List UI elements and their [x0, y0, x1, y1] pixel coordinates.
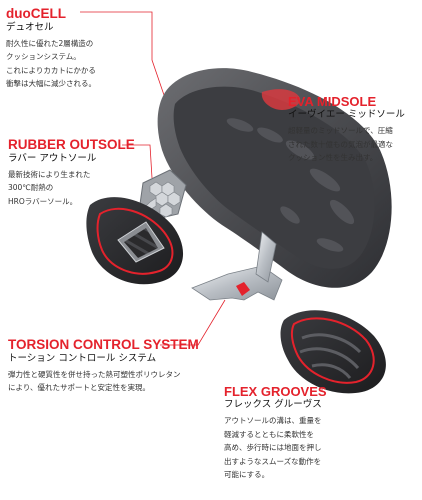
eva-midsole-part — [157, 68, 392, 288]
torsion-control-part — [191, 231, 283, 301]
torsion-control-title: TORSION CONTROL SYSTEM — [8, 337, 199, 352]
eva-midsole-title: EVA MIDSOLE — [288, 94, 377, 109]
eva-midsole-callout: EVA MIDSOLE イーヴイエー ミッドソール 超軽量のミッドソールで、圧縮… — [288, 95, 405, 165]
flex-desc-line: 軽減するとともに柔軟性を — [224, 429, 314, 439]
eva-desc-line: 超軽量のミッドソールで、圧縮 — [288, 126, 393, 136]
duocell-subtitle: デュオセル — [6, 21, 54, 33]
rubber-outsole-description: 最新技術により生まれた 300℃耐熱の HROラバーソール。 — [8, 168, 135, 209]
torsion-control-callout: TORSION CONTROL SYSTEM トーション コントロール システム… — [8, 338, 199, 395]
rubber-outsole-subtitle: ラバー アウトソール — [8, 152, 97, 164]
torsion-desc-line: 弾力性と硬質性を併せ持った熱可塑性ポリウレタン — [8, 369, 181, 379]
rubber-desc-line: HROラバーソール。 — [8, 196, 78, 206]
flex-grooves-part — [280, 310, 386, 394]
flex-grooves-description: アウトソールの溝は、重量を 軽減するとともに柔軟性を 高め、歩行時には地面を押し… — [224, 414, 327, 482]
flex-grooves-subtitle: フレックス グルーヴス — [224, 399, 322, 410]
eva-desc-line: された数十億もの気泡が最適な — [288, 139, 393, 149]
flex-grooves-title: FLEX GROOVES — [224, 384, 327, 399]
rubber-desc-line: 最新技術により生まれた — [8, 169, 91, 179]
eva-midsole-subtitle: イーヴイエー ミッドソール — [288, 109, 405, 120]
rubber-desc-line: 300℃耐熱の — [8, 183, 54, 193]
flex-desc-line: アウトソールの溝は、重量を — [224, 416, 322, 426]
torsion-control-subtitle: トーション コントロール システム — [8, 352, 157, 364]
duocell-desc-line: 衝撃は大幅に減少される。 — [6, 79, 96, 89]
rubber-outsole-part — [86, 197, 184, 285]
rubber-outsole-title: RUBBER OUTSOLE — [8, 137, 135, 152]
duocell-description: 耐久性に優れた2層構造の クッションシステム。 これによりカカトにかかる 衝撃は… — [6, 37, 96, 91]
torsion-desc-line: により、優れたサポートと安定性を実現。 — [8, 383, 151, 393]
duocell-desc-line: クッションシステム。 — [6, 52, 81, 62]
rubber-outsole-callout: RUBBER OUTSOLE ラバー アウトソール 最新技術により生まれた 30… — [8, 138, 135, 208]
duocell-desc-line: 耐久性に優れた2層構造の — [6, 38, 94, 48]
flex-grooves-callout: FLEX GROOVES フレックス グルーヴス アウトソールの溝は、重量を 軽… — [224, 385, 327, 482]
duocell-callout: duoCELL デュオセル 耐久性に優れた2層構造の クッションシステム。 これ… — [6, 7, 96, 91]
flex-desc-line: 可能にする。 — [224, 470, 270, 480]
flex-desc-line: 高め、歩行時には地面を押し — [224, 443, 322, 453]
duocell-title: duoCELL — [6, 6, 66, 21]
duocell-desc-line: これによりカカトにかかる — [6, 65, 96, 75]
torsion-control-description: 弾力性と硬質性を併せ持った熱可塑性ポリウレタン により、優れたサポートと安定性を… — [8, 368, 199, 395]
flex-desc-line: 出すようなスムーズな動作を — [224, 456, 322, 466]
eva-desc-line: クッション性を生み出す。 — [288, 153, 378, 163]
eva-midsole-description: 超軽量のミッドソールで、圧縮 された数十億もの気泡が最適な クッション性を生み出… — [288, 124, 405, 165]
